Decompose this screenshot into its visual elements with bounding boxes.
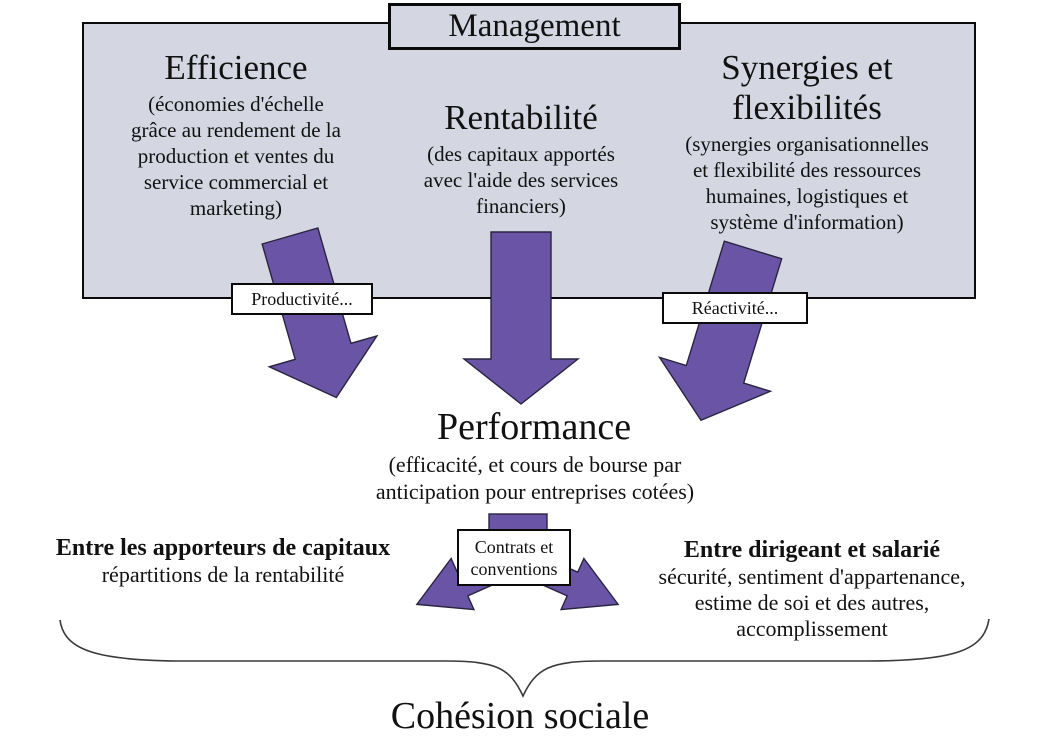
management-label-box: Management	[388, 3, 681, 50]
management-title: Management	[448, 8, 621, 44]
column-efficience: Efficience (économies d'échelle grâce au…	[105, 48, 367, 221]
outcome-right: Entre dirigeant et salarié sécurité, sen…	[602, 536, 1022, 642]
outcome-right-title: Entre dirigeant et salarié	[683, 537, 941, 563]
reactivite-label-box: Réactivité...	[662, 292, 808, 324]
outcome-left: Entre les apporteurs de capitaux réparti…	[8, 534, 438, 588]
rentabilite-title: Rentabilité	[444, 98, 598, 137]
contracts-label: Contrats et conventions	[470, 536, 558, 579]
rentabilite-subtitle: (des capitaux apportés avec l'aide des s…	[423, 142, 619, 218]
outcome-right-subtitle: sécurité, sentiment d'appartenance, esti…	[658, 564, 966, 641]
productivite-label-box: Productivité...	[231, 283, 373, 315]
performance-title: Performance	[436, 406, 632, 448]
synergies-title: Synergies et flexibilités	[721, 48, 893, 127]
efficience-title: Efficience	[164, 48, 308, 87]
synergies-subtitle: (synergies organisationnelles et flexibi…	[685, 132, 929, 234]
productivite-label: Productivité...	[251, 289, 353, 309]
contracts-label-box: Contrats et conventions	[457, 529, 571, 586]
column-rentabilite: Rentabilité (des capitaux apportés avec …	[390, 98, 652, 219]
cohesion-sociale-title: Cohésion sociale	[390, 695, 650, 737]
outcome-left-title: Entre les apporteurs de capitaux	[55, 535, 391, 561]
reactivite-label: Réactivité...	[691, 298, 779, 318]
efficience-subtitle: (économies d'échelle grâce au rendement …	[131, 92, 341, 220]
outcome-left-subtitle: répartitions de la rentabilité	[101, 562, 345, 587]
performance-subtitle: (efficacité, et cours de bourse par anti…	[375, 452, 695, 504]
column-synergies: Synergies et flexibilités (synergies org…	[650, 48, 964, 235]
